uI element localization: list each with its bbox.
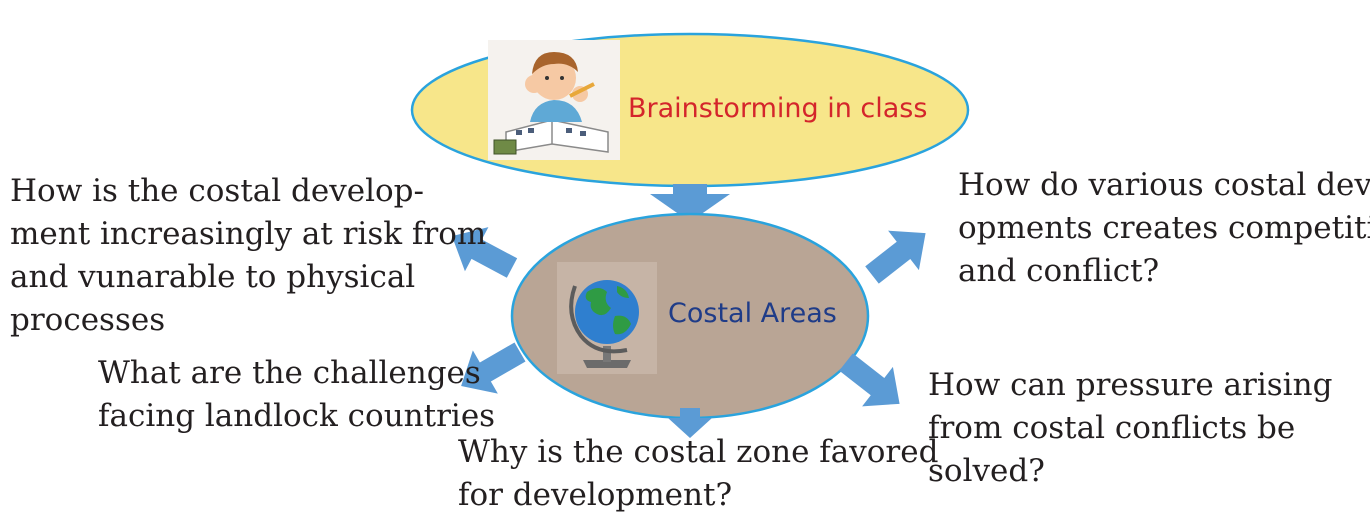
arrow-top-to-center	[650, 184, 730, 222]
question-line: How is the costal develop-	[10, 173, 424, 209]
arrow-upper-left	[451, 227, 518, 278]
arrow-lower-right	[839, 353, 900, 407]
question-line: ment increasingly at risk from	[10, 216, 487, 252]
arrow-bottom	[668, 408, 712, 438]
question-line: processes	[10, 302, 166, 338]
question-line: facing landlock countries	[98, 398, 496, 434]
question-bottom-left: What are the challenges facing landlock …	[98, 352, 495, 438]
top-node-label: Brainstorming in class	[628, 93, 928, 124]
question-top-left: How is the costal develop- ment increasi…	[10, 170, 486, 342]
question-line: opments creates competition	[958, 210, 1370, 246]
arrow-upper-right	[865, 230, 926, 284]
question-line: How can pressure arising	[928, 367, 1333, 403]
question-top-right: How do various costal devel- opments cre…	[958, 164, 1370, 293]
arrow-lower-left	[461, 342, 526, 394]
question-bottom-center: Why is the costal zone favored for devel…	[458, 431, 938, 516]
boy-reading-icon	[488, 40, 620, 160]
question-line: and conflict?	[958, 253, 1160, 289]
question-line: and vunarable to physical	[10, 259, 416, 295]
question-line: What are the challenges	[98, 355, 481, 391]
globe-icon	[557, 262, 657, 374]
question-line: for development?	[458, 477, 733, 513]
question-line: Why is the costal zone favored	[458, 434, 939, 470]
question-line: solved?	[928, 453, 1045, 489]
question-bottom-right: How can pressure arising from costal con…	[928, 364, 1332, 493]
question-line: from costal conflicts be	[928, 410, 1296, 446]
center-node-label: Costal Areas	[668, 298, 837, 329]
question-line: How do various costal devel-	[958, 167, 1370, 203]
